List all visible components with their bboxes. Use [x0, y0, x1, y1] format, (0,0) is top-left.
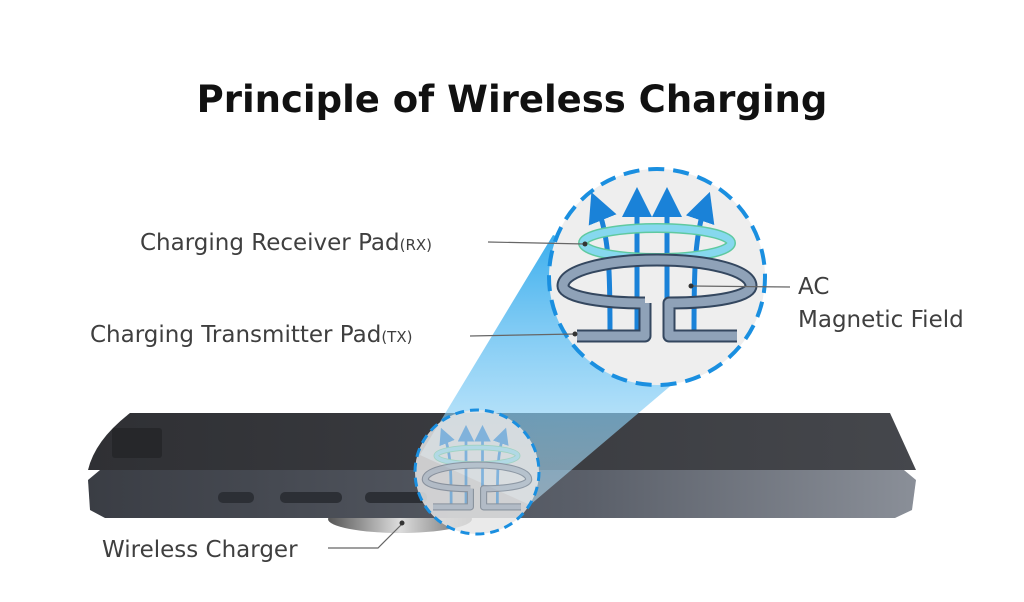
field-label-line2: Magnetic Field	[798, 307, 964, 333]
field-leader-line	[690, 285, 791, 288]
camera-notch	[112, 428, 162, 458]
page-title: Principle of Wireless Charging	[197, 78, 828, 121]
charger-leader-line	[328, 523, 403, 549]
side-button	[365, 492, 427, 503]
side-button	[280, 492, 342, 503]
receiver-label: Charging Receiver Pad(RX)	[140, 230, 432, 256]
transmitter-leader-line	[469, 333, 576, 337]
magnified-coil-circle	[547, 167, 767, 387]
transmitter-label: Charging Transmitter Pad(TX)	[90, 322, 412, 348]
small-coil-circle	[413, 408, 541, 536]
receiver-leader-line	[487, 241, 586, 245]
charger-label: Wireless Charger	[102, 537, 298, 563]
field-label-line1: AC	[798, 274, 829, 300]
side-button	[218, 492, 254, 503]
